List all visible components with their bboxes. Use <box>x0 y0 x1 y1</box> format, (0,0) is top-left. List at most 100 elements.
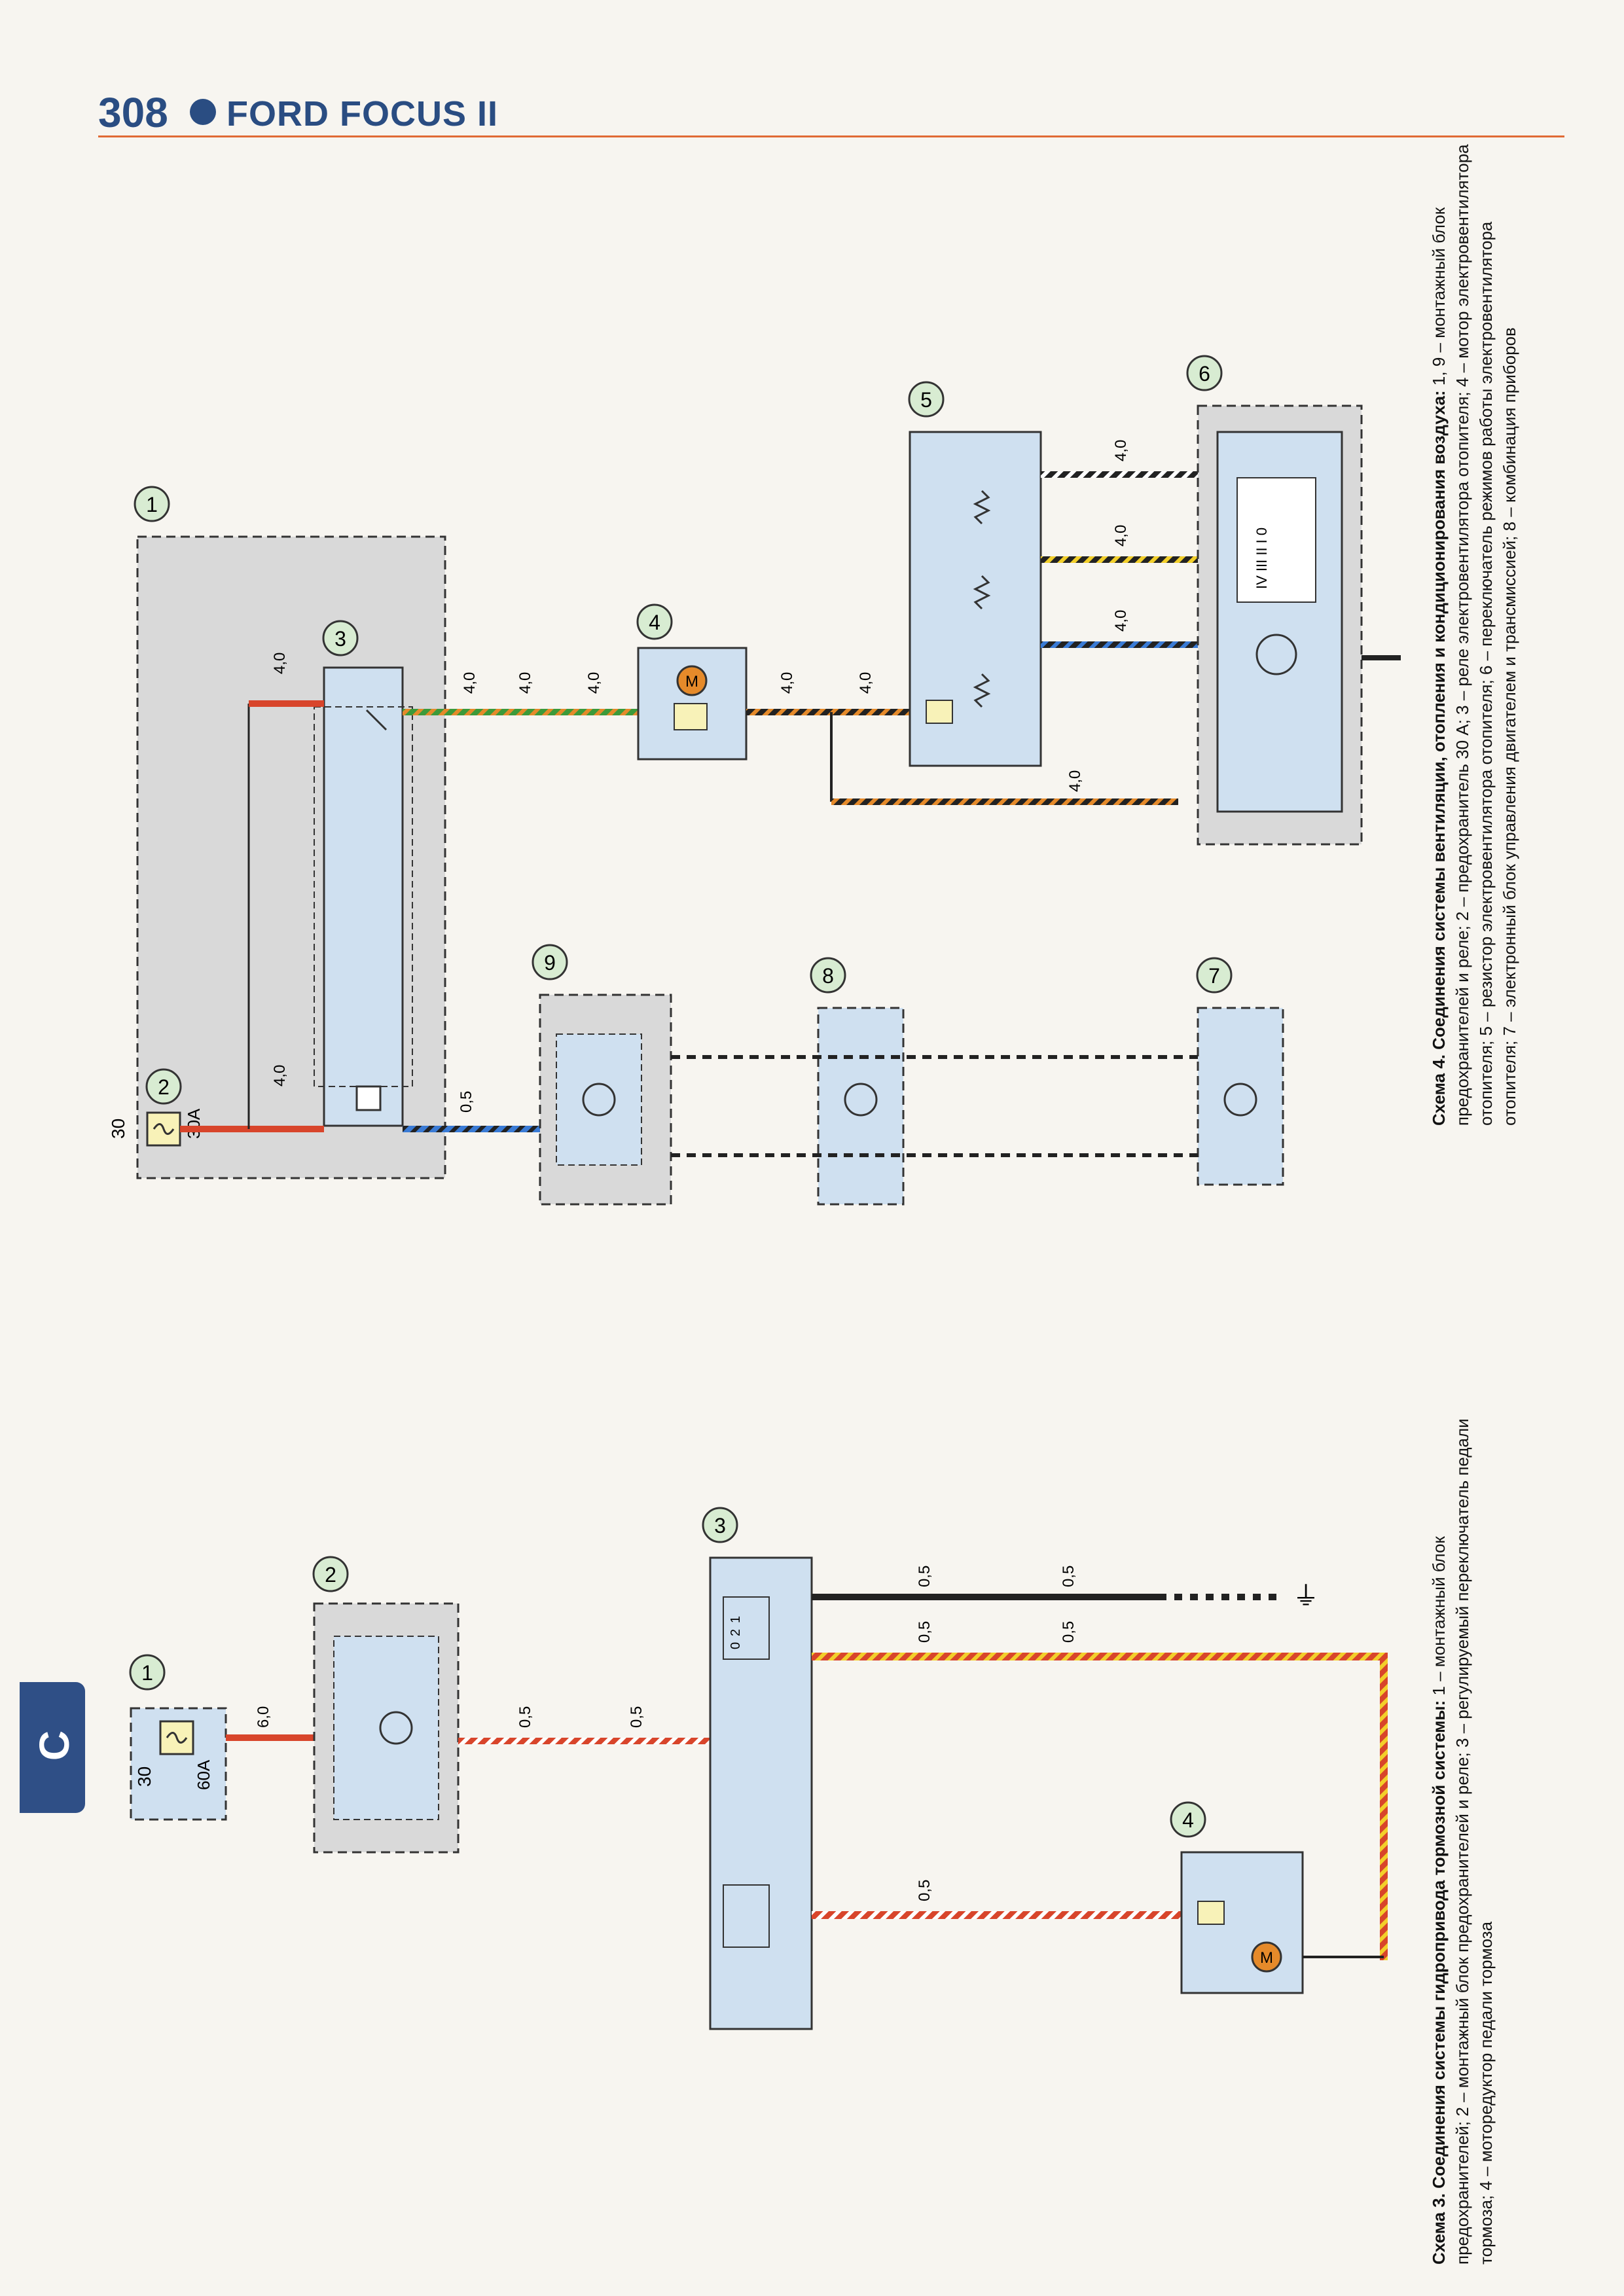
s4-block-7-symbol <box>1223 1083 1257 1117</box>
s3-block-2-symbol <box>379 1711 413 1745</box>
s4-resistor-r3 <box>973 490 991 525</box>
section-tab: С <box>20 1682 85 1813</box>
s4-block-8-symbol <box>844 1083 878 1117</box>
s4-wire-label-l: 0,5 <box>458 1091 475 1113</box>
s4-callout-2 <box>145 1068 182 1105</box>
motor-icon-letter: M <box>1260 1949 1273 1967</box>
s3-callout-4-label: 4 <box>1182 1808 1194 1832</box>
s4-callout-1 <box>134 486 170 522</box>
s4-wire-label-f: 4,0 <box>778 672 796 694</box>
s4-switch-scale-label: IV III II I 0 <box>1254 528 1270 589</box>
s4-wire-res-sw-3 <box>1041 641 1198 648</box>
s3-block-1 <box>130 1707 227 1821</box>
s4-callout-2-label: 2 <box>158 1075 170 1099</box>
s4-wire-label-j: 4,0 <box>1112 525 1130 547</box>
s4-wire-label-c: 4,0 <box>461 672 478 694</box>
s3-wire-label-e: 0,5 <box>1060 1566 1077 1587</box>
header-title: FORD FOCUS II <box>226 94 498 134</box>
s3-callout-1-label: 1 <box>141 1661 153 1685</box>
s4-switch-scale <box>1236 477 1316 603</box>
s3-wire-label-g: 0,5 <box>1060 1621 1077 1643</box>
s3-callout-2 <box>312 1556 349 1592</box>
page-number: 308 <box>98 89 168 136</box>
s3-wire-label-h: 0,5 <box>916 1880 933 1901</box>
s3-fuse-terminal: 30 <box>134 1767 154 1787</box>
s4-callout-4 <box>636 603 673 640</box>
s3-fuse-symbol <box>166 1732 188 1744</box>
s4-relay-3 <box>323 666 404 1127</box>
s4-wire-label-h: 4,0 <box>1066 770 1084 792</box>
s4-callout-7 <box>1196 957 1233 994</box>
s3-callout-3 <box>702 1507 738 1543</box>
s4-wire-label-k: 4,0 <box>1112 440 1130 461</box>
s3-wire-switch-motor-2 <box>812 1653 1388 1660</box>
s3-fuse <box>159 1720 194 1755</box>
s4-relay-coil <box>355 1085 382 1111</box>
s3-wire-label-d: 0,5 <box>916 1566 933 1587</box>
s4-callout-5 <box>908 381 945 418</box>
s4-block-7 <box>1197 1007 1284 1186</box>
s3-wire-block2-switch <box>458 1738 713 1744</box>
caption-scheme-4: Схема 4. Соединения системы вентиляции, … <box>1427 144 1521 1126</box>
s3-callout-4 <box>1170 1801 1206 1838</box>
s4-wire-res-sw-2 <box>1041 556 1198 563</box>
s4-callout-3 <box>322 620 359 656</box>
s4-resistor-r2 <box>973 575 991 610</box>
caption-scheme-3: Схема 3. Соединения системы гидропривода… <box>1427 1414 1498 2265</box>
s4-wire-label-d: 4,0 <box>516 672 534 694</box>
s4-callout-7-label: 7 <box>1208 964 1220 988</box>
s4-block-8 <box>817 1007 905 1206</box>
s4-callout-9-label: 9 <box>544 951 556 975</box>
s4-fuse-terminal: 30 <box>108 1119 128 1139</box>
s3-wire-label-f: 0,5 <box>916 1621 933 1643</box>
s4-callout-8-label: 8 <box>822 964 834 988</box>
caption-scheme-4-title: Схема 4. Соединения системы вентиляции, … <box>1429 390 1449 1126</box>
s4-fuse-symbol <box>153 1123 175 1135</box>
s4-wire-label-e: 4,0 <box>585 672 603 694</box>
s4-callout-8 <box>810 957 846 994</box>
s4-wire-res-sw-1 <box>1041 471 1198 478</box>
header-rule <box>98 135 1564 137</box>
s3-fuse-rating: 60A <box>194 1759 213 1790</box>
s3-callout-1 <box>129 1654 166 1691</box>
s4-wire-motor-resistor <box>746 709 910 715</box>
s4-callout-5-label: 5 <box>920 388 932 412</box>
s4-callout-3-label: 3 <box>334 627 346 651</box>
s4-wire-coil-9 <box>403 1126 540 1132</box>
s4-wire-label-g: 4,0 <box>857 672 875 694</box>
motor-icon <box>1251 1941 1282 1973</box>
page-header: 308 FORD FOCUS II <box>98 88 1564 137</box>
s3-wire-switch-motor-1 <box>812 1911 1185 1919</box>
s3-callout-3-label: 3 <box>714 1514 726 1537</box>
s4-callout-4-label: 4 <box>649 611 660 634</box>
s4-fuse-rating: 30A <box>184 1108 204 1139</box>
header-bullet <box>190 99 216 125</box>
s4-block-9-symbol <box>582 1083 616 1117</box>
s4-relay-contact <box>365 709 388 731</box>
s3-wire-label-b: 0,5 <box>516 1706 534 1728</box>
s4-callout-6-label: 6 <box>1199 362 1210 386</box>
s3-switch-contact-b <box>723 1884 770 1948</box>
s3-switch-contact-a <box>723 1596 770 1660</box>
s4-callout-1-label: 1 <box>146 493 158 516</box>
s4-resistor-r1 <box>973 673 991 708</box>
s4-wire-label-b: 4,0 <box>271 1065 289 1086</box>
s4-wire-to-switch <box>831 798 1178 805</box>
s4-motor-suppressor <box>674 703 708 730</box>
s3-callout-2-label: 2 <box>325 1563 336 1587</box>
s4-thermal-fuse <box>926 700 953 724</box>
s4-callout-9 <box>532 944 568 980</box>
s4-callout-6 <box>1186 355 1223 391</box>
s3-switch-pos-a: 0 <box>729 1642 743 1649</box>
s4-wire-label-a: 4,0 <box>271 653 289 674</box>
s3-motor-thermal <box>1197 1901 1225 1925</box>
s4-wire-label-i: 4,0 <box>1112 610 1130 632</box>
s4-wire-relay-motor <box>403 709 638 715</box>
s3-block-2-inner <box>333 1636 439 1820</box>
s4-block-9-inner <box>556 1033 642 1166</box>
s3-switch-3 <box>709 1556 813 2030</box>
motor-icon <box>676 665 708 696</box>
s3-wire-label-a: 6,0 <box>255 1706 272 1728</box>
ground-icon: ⏚ <box>1293 1582 1319 1611</box>
